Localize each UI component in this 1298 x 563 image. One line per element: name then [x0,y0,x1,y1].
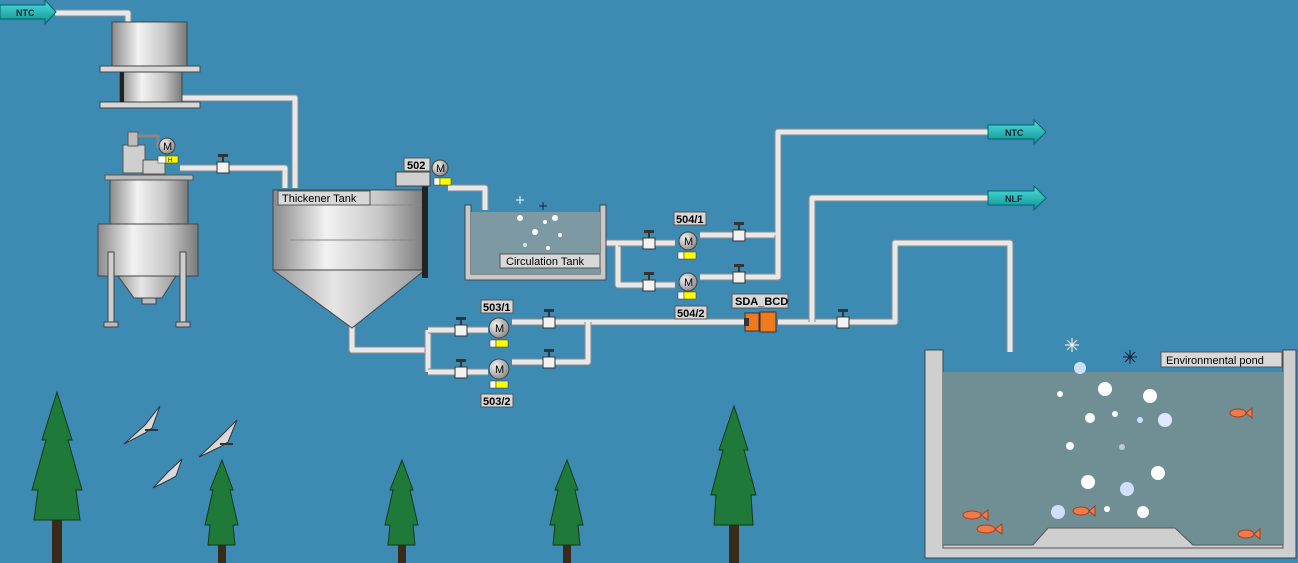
svg-text:M: M [163,141,172,153]
bird-3 [152,458,183,489]
tree-5 [710,404,757,563]
svg-text:NTC: NTC [1005,128,1024,138]
tree-4 [549,458,584,563]
thickener-tank[interactable]: Thickener Tank [271,171,431,329]
svg-text:M: M [684,236,693,248]
svg-text:Circulation Tank: Circulation Tank [506,256,585,268]
svg-text:SDA_BCD: SDA_BCD [735,296,788,308]
pump-504-1[interactable]: 504/1 M [673,211,707,260]
svg-text:NTC: NTC [16,8,35,18]
svg-text:H: H [168,158,172,164]
svg-text:M: M [495,323,504,335]
svg-text:M: M [495,364,504,376]
svg-text:502: 502 [407,160,425,172]
manual-valve-503-2-in[interactable] [454,359,468,379]
manual-valve-504-2-out[interactable] [732,264,746,284]
svg-text:Environmental pond: Environmental pond [1166,355,1264,367]
manual-valve-504-1-out[interactable] [732,222,746,242]
circulation-tank[interactable]: Circulation Tank [464,204,607,281]
manual-valve-504-2-in[interactable] [642,272,656,292]
reactor-agitator-motor[interactable]: M H [157,137,179,164]
svg-text:503/2: 503/2 [483,396,511,408]
valve-sda-bcd[interactable]: SDA_BCD [731,293,789,333]
svg-text:504/2: 504/2 [677,308,705,320]
manual-valve-pond-line[interactable] [836,309,850,329]
pump-503-1[interactable]: 503/1 M [480,299,514,348]
arrow-ntc-right[interactable]: NTC [987,118,1047,146]
tree-3 [384,458,419,563]
svg-text:M: M [684,277,693,289]
manual-valve-503-1-in[interactable] [454,317,468,337]
manual-valve-reactor[interactable] [216,154,230,174]
pump-503-2[interactable]: M 503/2 [480,358,514,408]
bird-1 [123,405,161,445]
svg-text:Thickener Tank: Thickener Tank [282,193,357,205]
manual-valve-503-1-out[interactable] [542,309,556,329]
pump-504-2[interactable]: M 504/2 [674,272,708,320]
arrow-ntc-top[interactable]: NTC [0,0,57,26]
pond-sparkles [516,196,1137,364]
fish-4 [1072,504,1096,518]
manual-valve-503-2-out[interactable] [542,349,556,369]
tree-2 [204,458,239,563]
storage-silo[interactable] [99,21,201,109]
svg-text:NLF: NLF [1005,194,1023,204]
tree-1 [31,390,83,563]
fish-1 [1229,406,1253,420]
arrow-nlf-right[interactable]: NLF [987,184,1047,212]
fish-5 [1237,527,1261,541]
bird-2 [198,419,238,458]
fish-3 [976,523,1003,535]
svg-text:504/1: 504/1 [676,214,704,226]
pump-502[interactable]: 502 M [403,157,452,186]
fish-2 [962,509,989,521]
environmental-pond[interactable]: Environmental pond [924,349,1297,559]
svg-text:503/1: 503/1 [483,302,511,314]
reactor-vessel[interactable] [97,131,199,328]
manual-valve-504-1-in[interactable] [642,230,656,250]
svg-text:M: M [436,163,445,175]
